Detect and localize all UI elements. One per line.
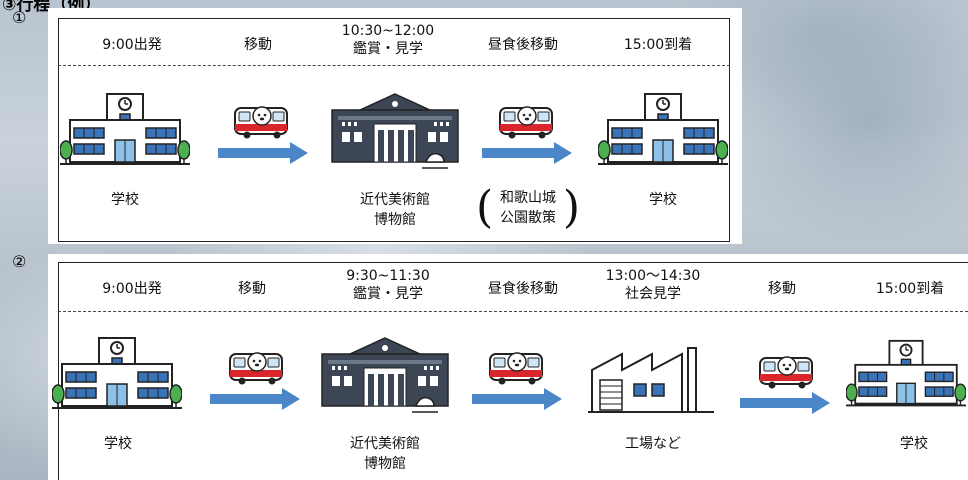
arrow-right-icon [740,392,830,414]
itinerary-2-panel: 9:00出発 移動 9:30~11:30 鑑賞・見学 昼食後移動 13:00～1… [48,254,968,480]
bus-icon [488,350,544,386]
itinerary-2-number: ② [12,252,27,271]
itinerary-1-place-museum-2: 博物館 [374,212,416,228]
bus-icon [758,354,814,390]
bus-icon [498,104,554,140]
arrow-right-icon [210,388,300,410]
itinerary-1-place-end: 学校 [649,192,677,208]
itinerary-1-time-visit: 10:30~12:00 [341,23,435,39]
itinerary-1-divider [58,65,730,66]
paren-close: ) [562,182,580,233]
itinerary-2-time-tour: 13:00～14:30 [605,268,701,284]
arrow-right-icon [472,388,562,410]
itinerary-2-activity-tour: 社会見学 [625,286,681,302]
itinerary-1-number: ① [12,8,27,27]
school-building-icon [52,336,182,414]
museum-building-icon [330,92,460,172]
itinerary-2-time-move-2: 移動 [768,281,796,297]
museum-building-icon [320,336,450,416]
factory-icon [588,346,718,416]
itinerary-2-place-start: 学校 [104,436,132,452]
itinerary-2-time-arrive: 15:00到着 [875,281,945,297]
itinerary-1-time-depart: 9:00出発 [102,37,162,53]
itinerary-2-place-museum-2: 博物館 [364,456,406,472]
paren-open: ( [476,182,494,233]
itinerary-1-place-park: 和歌山城 [500,190,556,206]
itinerary-1-optional-stop: ( 和歌山城 公園散策 ) [476,184,580,232]
itinerary-2-activity-visit: 鑑賞・見学 [353,286,423,302]
itinerary-1-frame [58,18,730,242]
itinerary-2-place-factory: 工場など [625,436,681,452]
arrow-right-icon [482,142,572,164]
itinerary-2-frame [58,262,968,480]
bus-icon [228,350,284,386]
itinerary-1-place-museum: 近代美術館 [360,192,430,208]
bus-icon [233,104,289,140]
itinerary-1-time-arrive: 15:00到着 [623,37,693,53]
itinerary-1-activity-visit: 鑑賞・見学 [353,41,423,57]
itinerary-1-time-lunch-move: 昼食後移動 [488,37,558,53]
itinerary-2-place-museum: 近代美術館 [350,436,420,452]
itinerary-2-time-depart: 9:00出発 [102,281,162,297]
itinerary-2-time-lunch-move: 昼食後移動 [488,281,558,297]
itinerary-1-time-move: 移動 [244,37,272,53]
itinerary-1-place-start: 学校 [111,192,139,208]
itinerary-1-panel: 9:00出発 移動 10:30~12:00 鑑賞・見学 昼食後移動 15:00到… [48,8,742,244]
school-building-icon [60,92,190,170]
itinerary-2-time-visit: 9:30~11:30 [346,268,430,284]
school-building-icon [846,336,966,414]
arrow-right-icon [218,142,308,164]
school-building-icon [598,92,728,170]
itinerary-1-place-park-2: 公園散策 [500,210,556,226]
itinerary-2-time-move: 移動 [238,281,266,297]
itinerary-2-divider [58,311,968,312]
itinerary-2-place-end: 学校 [900,436,928,452]
